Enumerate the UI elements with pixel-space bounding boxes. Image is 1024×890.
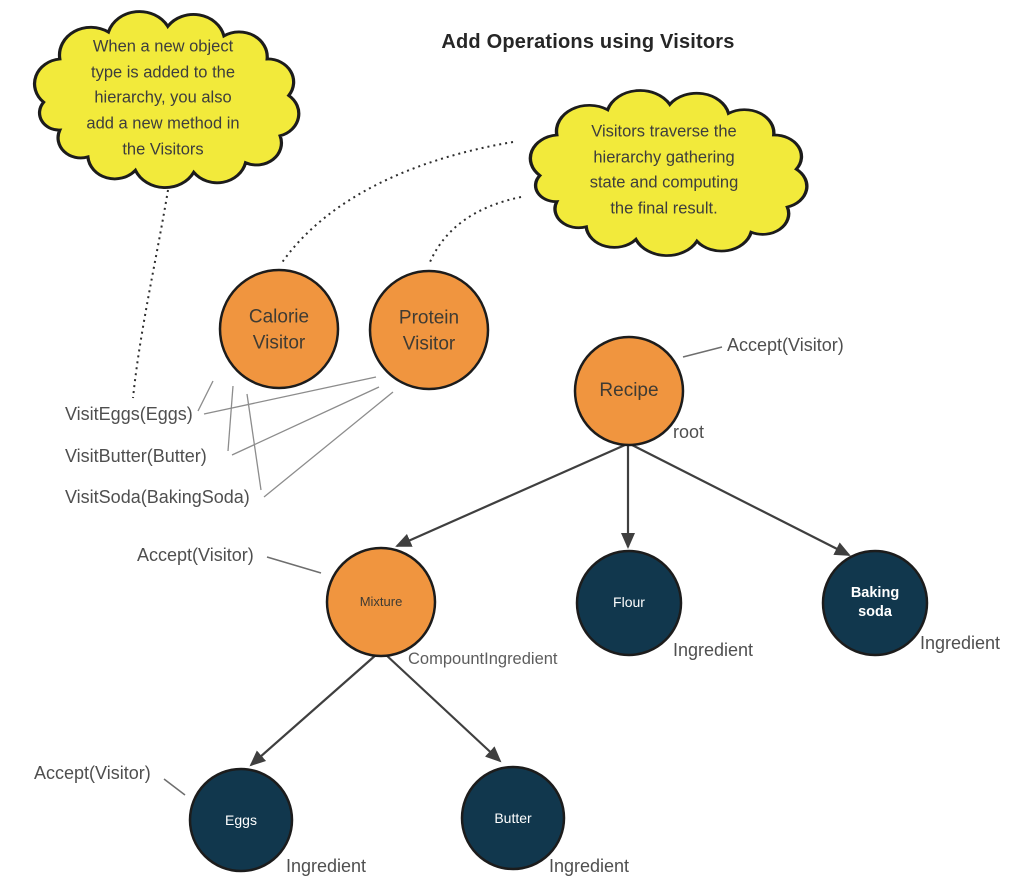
arrow-mixture-butter — [384, 653, 502, 763]
line-visitbutter-protein — [231, 386, 380, 456]
node-calorie-visitor-circle — [218, 268, 340, 390]
label-accept-visitor-eggs: Accept(Visitor) — [34, 763, 151, 783]
node-calorie-visitor-label: Calorie Visitor — [248, 306, 310, 353]
visit-method-connector-lines — [197, 376, 394, 498]
label-accept-visitor-recipe: Accept(Visitor) — [727, 335, 844, 355]
line-accept-eggs — [163, 778, 186, 796]
cloud-right-text: Visitors traverse the hierarchy gatherin… — [589, 122, 739, 218]
arrow-recipe-mixture — [395, 443, 626, 548]
node-recipe-label: Recipe — [599, 380, 659, 402]
dotted-connector-leftcloud-visiteggs — [132, 189, 169, 399]
label-visit-butter: VisitButter(Butter) — [65, 446, 207, 466]
line-visiteggs-protein — [203, 376, 377, 415]
cloud-left-text: When a new object type is added to the h… — [86, 37, 240, 159]
label-visit-eggs: VisitEggs(Eggs) — [65, 404, 193, 424]
diagram-nodes — [188, 268, 929, 873]
node-recipe-circle — [573, 335, 685, 447]
hierarchy-arrows — [249, 443, 851, 767]
line-accept-mixture — [266, 556, 322, 574]
node-eggs-label: Eggs — [225, 811, 257, 828]
label-ingredient-eggs: Ingredient — [286, 856, 367, 876]
arrow-recipe-bakingsoda — [631, 444, 851, 556]
line-visiteggs-calorie — [197, 380, 214, 412]
node-protein-visitor-label: Protein Visitor — [398, 307, 460, 354]
accept-label-connector-lines — [163, 346, 723, 796]
node-flour-label: Flour — [613, 593, 645, 610]
dotted-connector-rightcloud-protein — [429, 196, 522, 263]
node-baking-soda-label: Baking soda — [850, 585, 900, 620]
dotted-connector-rightcloud-calorie — [280, 141, 514, 265]
line-visitbutter-calorie — [227, 385, 234, 452]
label-visit-soda: VisitSoda(BakingSoda) — [65, 487, 250, 507]
label-ingredient-butter: Ingredient — [549, 856, 630, 876]
line-accept-recipe — [682, 346, 723, 358]
node-flour-circle — [575, 549, 683, 657]
diagram-title: Add Operations using Visitors — [441, 31, 735, 53]
node-butter-circle — [460, 765, 566, 871]
line-visitsoda-protein — [263, 391, 394, 498]
line-visitsoda-calorie — [246, 393, 262, 491]
label-root: root — [673, 422, 705, 442]
node-mixture-circle — [325, 546, 437, 658]
label-ingredient-baking-soda: Ingredient — [920, 633, 1001, 653]
node-mixture-label: Mixture — [359, 594, 403, 610]
node-baking-soda-circle — [821, 549, 929, 657]
label-accept-visitor-mixture: Accept(Visitor) — [137, 545, 254, 565]
label-ingredient-flour: Ingredient — [673, 640, 754, 660]
node-butter-label: Butter — [494, 809, 532, 826]
node-eggs-circle — [188, 767, 294, 873]
node-protein-visitor-circle — [368, 269, 490, 391]
label-compound-ingredient: CompountIngredient — [408, 650, 558, 668]
arrow-mixture-eggs — [249, 653, 378, 767]
